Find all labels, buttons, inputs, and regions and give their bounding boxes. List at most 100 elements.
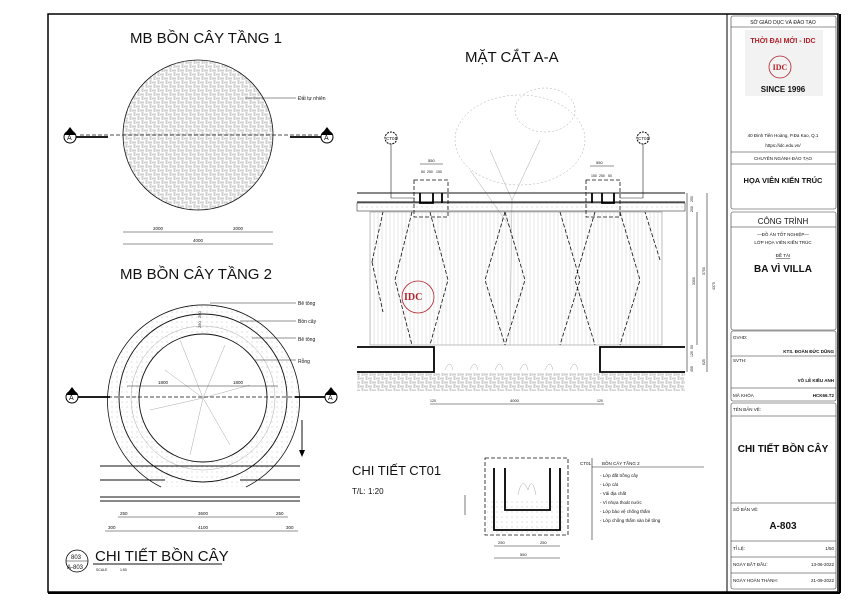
svg-text:250: 250: [540, 540, 547, 545]
svg-text:250: 250: [599, 174, 605, 178]
svg-text:NGÀY HOÀN THÀNH:: NGÀY HOÀN THÀNH:: [733, 577, 778, 583]
svg-text:3600: 3600: [198, 511, 209, 516]
svg-text:4000: 4000: [193, 238, 204, 243]
svg-text:- Lớp đất trồng cây: - Lớp đất trồng cây: [600, 473, 639, 478]
svg-text:SỐ BẢN VẼ:: SỐ BẢN VẼ:: [733, 506, 759, 512]
svg-text:A-803: A-803: [67, 565, 84, 571]
svg-text:2000: 2000: [153, 226, 164, 231]
plan2-title: MB BỒN CÂY TẦNG 2: [120, 265, 272, 283]
detail-notes-list: - Lớp đất trồng cây - Lớp cát - Vải địa …: [600, 473, 661, 523]
svg-text:LỚP HỌA VIÊN KIẾN TRÚC: LỚP HỌA VIÊN KIẾN TRÚC: [754, 238, 812, 245]
svg-text:MÃ KHÓA: MÃ KHÓA: [733, 392, 754, 398]
svg-text:A-803: A-803: [769, 521, 797, 532]
plan-level-2: MB BỒN CÂY TẦNG 2 Bê tông Bồn cây Bê tôn…: [65, 265, 338, 532]
svg-text:550: 550: [596, 160, 603, 165]
svg-text:BA VÌ VILLA: BA VÌ VILLA: [754, 262, 812, 275]
svg-text:4000: 4000: [510, 398, 520, 403]
svg-text:200: 200: [690, 206, 694, 212]
section-title: MẶT CẮT A-A: [465, 48, 559, 66]
section-marker-right: A: [320, 127, 334, 144]
svg-text:455: 455: [690, 366, 694, 372]
svg-text:—ĐỒ ÁN TỐT NGHIỆP—: —ĐỒ ÁN TỐT NGHIỆP—: [757, 230, 809, 237]
svg-text:TÊN BẢN VẼ:: TÊN BẢN VẼ:: [733, 405, 761, 412]
svg-text:250: 250: [427, 170, 433, 174]
svg-text:250: 250: [120, 511, 128, 516]
right-dimensions: 250 200 3300 3750 4375 50 120 455 625: [686, 193, 716, 372]
svg-text:250: 250: [197, 321, 202, 328]
svg-text:TỈ LỆ:: TỈ LỆ:: [733, 544, 745, 551]
svg-text:1800: 1800: [233, 380, 244, 385]
svg-text:250: 250: [498, 540, 505, 545]
svg-text:50: 50: [421, 170, 425, 174]
svg-text:CHI TIẾT BỒN CÂY: CHI TIẾT BỒN CÂY: [738, 442, 829, 455]
svg-text:- Vỉ nhựa thoát nước: - Vỉ nhựa thoát nước: [600, 499, 642, 505]
svg-text:https://idc.edu.vn/: https://idc.edu.vn/: [765, 143, 801, 148]
svg-text:13-06-2022: 13-06-2022: [811, 562, 835, 567]
svg-text:- Lớp chống thấm sàn bê tông: - Lớp chống thấm sàn bê tông: [600, 518, 661, 523]
svg-text:150: 150: [436, 170, 442, 174]
svg-text:40 Đinh Tiên Hoàng, P.Đa Kao,: 40 Đinh Tiên Hoàng, P.Đa Kao, Q.1: [748, 133, 819, 138]
svg-text:A: A: [67, 135, 72, 142]
svg-text:250: 250: [690, 196, 694, 202]
idc-watermark-logo: IDC: [401, 280, 435, 314]
svg-text:550: 550: [428, 158, 435, 163]
svg-text:A: A: [328, 395, 333, 402]
svg-text:A: A: [69, 395, 74, 402]
svg-text:1800: 1800: [158, 380, 169, 385]
svg-text:IDC: IDC: [773, 63, 788, 72]
svg-text:4100: 4100: [198, 525, 209, 530]
svg-text:CT01: CT01: [638, 136, 650, 141]
svg-text:550: 550: [520, 552, 527, 557]
svg-text:1:50: 1:50: [120, 568, 127, 572]
svg-text:HCK66.T2: HCK66.T2: [813, 393, 835, 398]
svg-text:625: 625: [702, 359, 706, 365]
svg-text:300: 300: [108, 525, 116, 530]
svg-text:1/50: 1/50: [825, 546, 834, 551]
svg-text:A: A: [324, 135, 329, 142]
svg-text:250: 250: [197, 311, 202, 318]
svg-text:BỒN CÂY TẦNG 2: BỒN CÂY TẦNG 2: [602, 460, 640, 466]
svg-text:SCALE: SCALE: [96, 568, 108, 572]
svg-text:Bê tông: Bê tông: [298, 337, 315, 343]
svg-text:- Vải địa chất: - Vải địa chất: [600, 491, 627, 496]
svg-text:3300: 3300: [692, 277, 696, 285]
svg-text:SINCE 1996: SINCE 1996: [761, 85, 806, 94]
svg-text:3750: 3750: [702, 267, 706, 275]
svg-text:4375: 4375: [712, 282, 716, 290]
svg-text:120: 120: [430, 399, 436, 403]
svg-text:Rỗng: Rỗng: [298, 358, 310, 365]
svg-text:THỜI ĐẠI MỚI - IDC: THỜI ĐẠI MỚI - IDC: [750, 36, 815, 45]
section-marker-left: A: [65, 387, 79, 404]
svg-text:GVHD:: GVHD:: [733, 335, 747, 340]
svg-text:KTS. ĐOÀN ĐỨC DŨNG: KTS. ĐOÀN ĐỨC DŨNG: [783, 348, 834, 354]
plan1-title: MB BỒN CÂY TẦNG 1: [130, 29, 282, 47]
svg-text:- Lớp cát: - Lớp cát: [600, 482, 619, 487]
svg-text:NGÀY BẮT ĐẦU:: NGÀY BẮT ĐẦU:: [733, 560, 768, 567]
svg-text:CHI TIẾT CT01: CHI TIẾT CT01: [352, 463, 441, 478]
svg-text:CÔNG TRÌNH: CÔNG TRÌNH: [758, 217, 809, 226]
svg-text:120: 120: [597, 399, 603, 403]
svg-text:VÕ LÊ KIỀU ANH: VÕ LÊ KIỀU ANH: [798, 376, 834, 383]
svg-text:ĐỀ TÀI: ĐỀ TÀI: [776, 252, 790, 258]
svg-text:50: 50: [608, 174, 612, 178]
callout-ct01-left: CT01: [384, 131, 415, 199]
svg-text:120: 120: [690, 351, 694, 357]
svg-text:250: 250: [276, 511, 284, 516]
section-marker-left: A: [63, 127, 77, 144]
idc-logo: [768, 55, 792, 79]
svg-text:CT01: CT01: [386, 136, 398, 141]
soil-label: Đất tự nhiên: [298, 96, 326, 102]
section-marker-right: A: [324, 387, 338, 404]
svg-text:HỌA VIÊN KIẾN TRÚC: HỌA VIÊN KIẾN TRÚC: [744, 175, 823, 185]
detail-ct01: CHI TIẾT CT01 T/L: 1:20 250 250 550 CT01…: [352, 457, 704, 559]
drawing-title: 803 A-803 CHI TIẾT BỒN CÂY SCALE 1:50: [65, 547, 229, 573]
svg-text:Bồn cây: Bồn cây: [298, 319, 317, 325]
svg-text:CHI TIẾT BỒN CÂY: CHI TIẾT BỒN CÂY: [95, 547, 229, 565]
svg-text:50: 50: [690, 345, 694, 349]
svg-text:SỞ GIÁO DỤC VÀ ĐÀO TẠO: SỞ GIÁO DỤC VÀ ĐÀO TẠO: [750, 19, 816, 26]
title-block: SỞ GIÁO DỤC VÀ ĐÀO TẠO THỜI ĐẠI MỚI - ID…: [726, 14, 837, 592]
section-a-a: MẶT CẮT A-A CT01 CT01 550 50 250 150 55: [356, 48, 716, 405]
svg-text:IDC: IDC: [404, 292, 422, 303]
svg-text:Bê tông: Bê tông: [298, 301, 315, 307]
